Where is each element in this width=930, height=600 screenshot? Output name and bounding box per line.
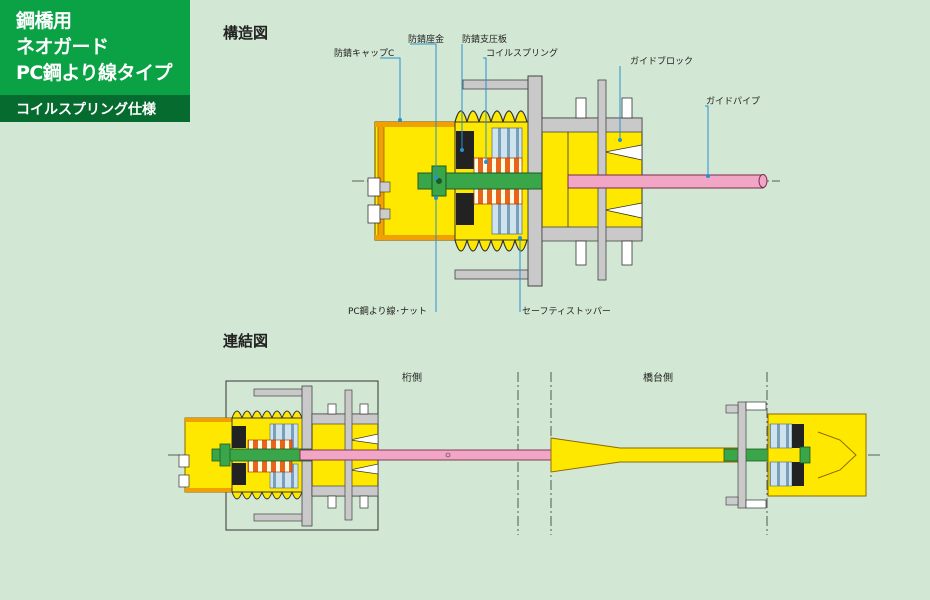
label-block: ガイドブロック bbox=[630, 55, 693, 67]
label-cap: 防錆キャップC bbox=[334, 47, 394, 59]
label-pipe: ガイドパイプ bbox=[706, 96, 760, 107]
title-line-1: 鋼橋用 bbox=[16, 10, 72, 32]
structure-diagram: 防錆キャップC 防錆座金 防錆支圧板 コイルスプリング ガイドブロック ガイドパ… bbox=[334, 33, 780, 317]
guide-pipe-shape bbox=[567, 174, 764, 189]
connection-diagram: 桁側 橋台側 bbox=[168, 371, 880, 535]
label-spring: コイルスプリング bbox=[486, 47, 558, 59]
subtitle-panel: コイルスプリング仕様 bbox=[0, 95, 190, 122]
title-line-2: ネオガード bbox=[16, 36, 109, 58]
title-line-3: PC鋼より線タイプ bbox=[16, 62, 173, 84]
connection-heading: 連結図 bbox=[223, 332, 269, 350]
label-seat: 防錆座金 bbox=[408, 33, 444, 45]
label-plate: 防錆支圧板 bbox=[462, 33, 507, 45]
girder-side-label: 桁側 bbox=[402, 371, 422, 384]
label-nut: PC鋼より線･ナット bbox=[348, 305, 427, 317]
abutment-side-label: 橋台側 bbox=[643, 371, 673, 384]
structure-heading: 構造図 bbox=[223, 24, 269, 42]
subtitle: コイルスプリング仕様 bbox=[16, 102, 156, 118]
label-stopper: セーフティストッパー bbox=[522, 306, 611, 317]
